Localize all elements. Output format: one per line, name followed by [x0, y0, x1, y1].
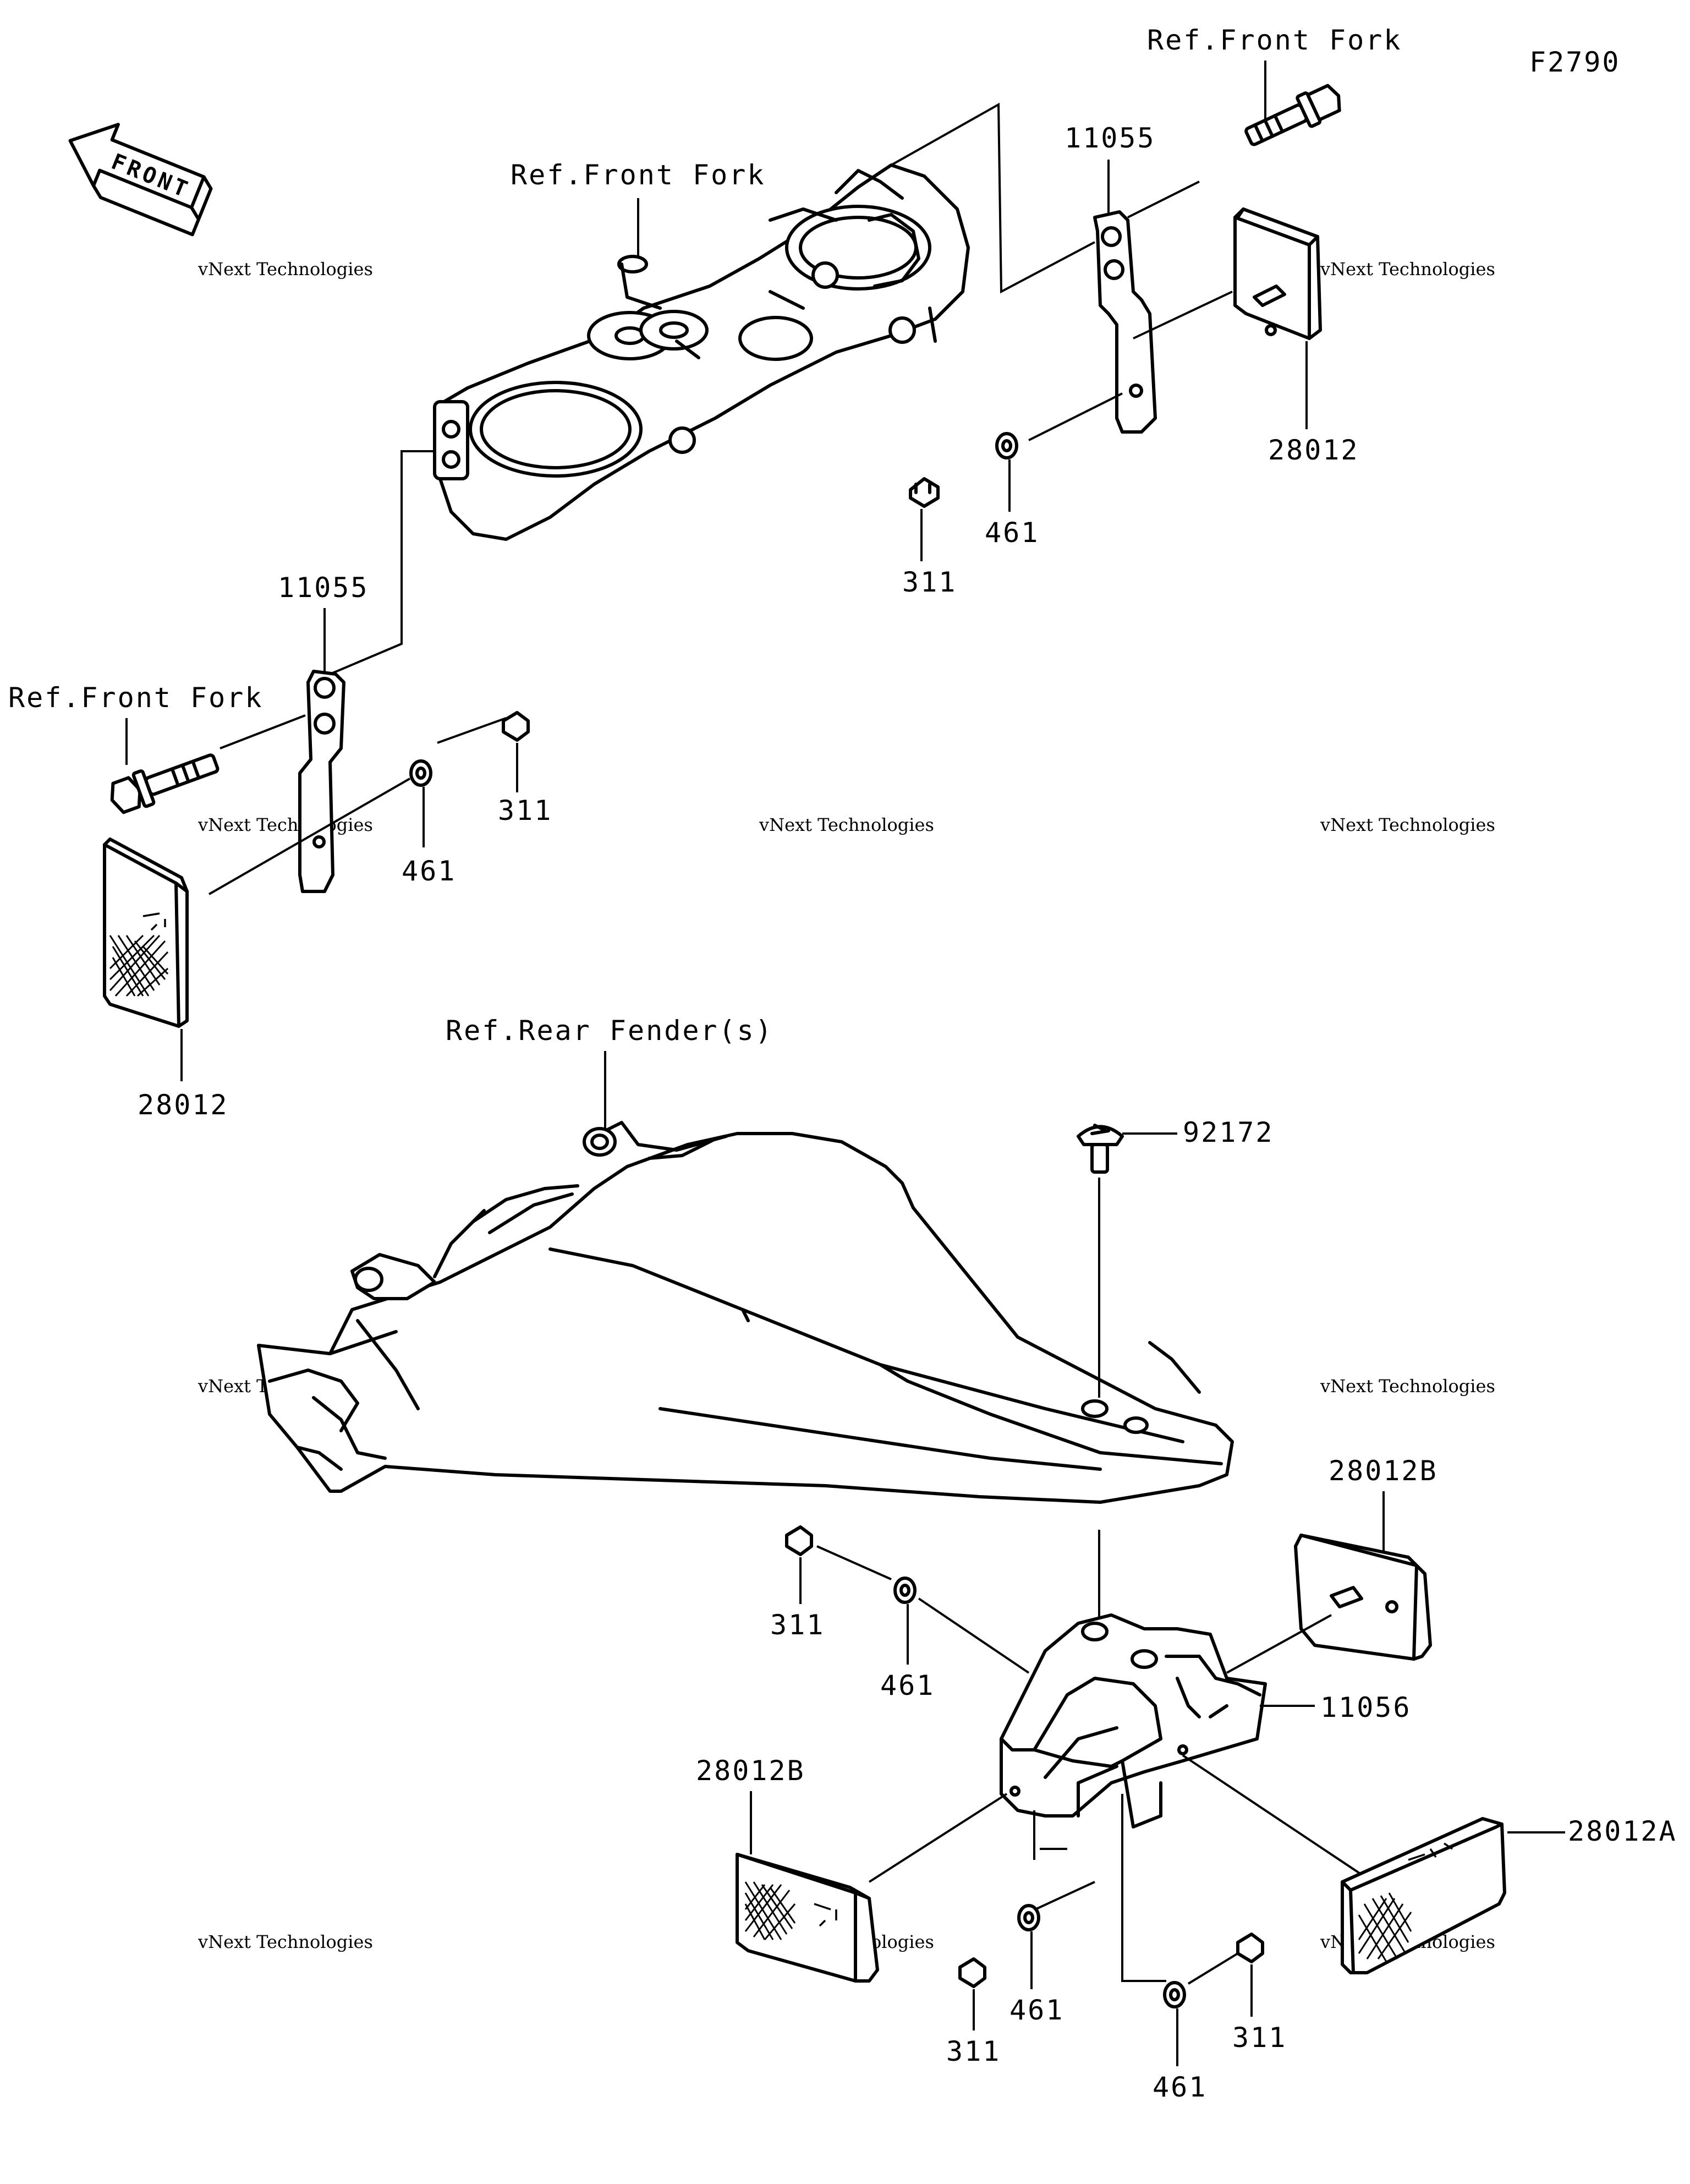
nut-311-rear-lower-right: [1236, 1933, 1264, 1963]
steering-stem-bracket: [433, 163, 970, 541]
washer-461-rear-lower-right-label: 461: [1153, 2071, 1207, 2103]
watermark: vNext Technologies: [1320, 259, 1495, 280]
bracket-11056: [1000, 1613, 1267, 1829]
reflector-28012-left: [103, 838, 189, 1028]
washer-461-left-label: 461: [402, 855, 456, 887]
leader-line: [816, 1545, 892, 1580]
ref-front-fork-mid-label: Ref.Front Fork: [511, 159, 765, 191]
reflector-28012-right-label: 28012: [1268, 434, 1359, 466]
ref-front-fork-top-label: Ref.Front Fork: [1147, 24, 1402, 56]
watermark-text: vNext Technologies: [1320, 259, 1495, 280]
leader-line: [1226, 1614, 1332, 1674]
bracket-11055-right-label: 11055: [1065, 122, 1156, 154]
reflector-pattern-icon: [744, 1881, 796, 1940]
nut-311-rear-lower-left-label: 311: [946, 2035, 1001, 2067]
watermark: vNext Technologies: [197, 814, 373, 835]
watermark-text: vNext Technologies: [197, 814, 373, 835]
watermark-text: vNext Technologies: [1320, 814, 1495, 835]
watermark: vNext Technologies: [1320, 1376, 1495, 1397]
watermark: vNext Technologies: [197, 259, 373, 280]
leader-line: [918, 1597, 1030, 1674]
nut-311-left-label: 311: [498, 795, 552, 826]
screw-92172: [1077, 1124, 1124, 1174]
leader-line: [220, 714, 306, 749]
watermark-text: vNext Technologies: [197, 1931, 373, 1952]
reflector-pattern-icon: [109, 934, 169, 997]
leader-line: [330, 450, 435, 675]
leader-line: [1133, 291, 1233, 340]
rear-fender: [257, 1121, 1234, 1504]
leader-line: [1127, 180, 1200, 218]
watermarks: vNext Technologies vNext Technologies vN…: [197, 259, 1495, 1952]
reflector-28012a-label: 28012A: [1568, 1815, 1677, 1847]
washer-461-rear-lower-left-label: 461: [1009, 1994, 1064, 2026]
ref-rear-fender-label: Ref.Rear Fender(s): [446, 1015, 773, 1047]
nut-311-rear-upper-label: 311: [770, 1609, 825, 1641]
leader-line: [437, 717, 507, 744]
bolt-top-right: [1244, 84, 1341, 146]
bracket-11055-right: [1093, 210, 1157, 434]
nut-311-top-right: [909, 477, 940, 508]
leader-line: [868, 1793, 1008, 1883]
reflector-pattern-icon: [1358, 1892, 1412, 1962]
reflector-28012b-right: [1294, 1534, 1432, 1661]
nut-311-rear-lower-right-label: 311: [1232, 2022, 1287, 2054]
leader-line: [1187, 1952, 1239, 1985]
reflector-28012b-left: [736, 1853, 879, 1983]
ref-front-fork-left-label: Ref.Front Fork: [8, 682, 263, 714]
washer-461-rear-upper: [893, 1577, 917, 1604]
watermark: vNext Technologies: [197, 1931, 373, 1952]
washer-461-top-right: [995, 432, 1018, 459]
diagram-id: F2790: [1529, 46, 1621, 78]
washer-461-left: [409, 759, 432, 787]
screw-92172-label: 92172: [1183, 1116, 1274, 1148]
washer-461-top-right-label: 461: [985, 517, 1039, 549]
leader-line: [1121, 1794, 1166, 1982]
reflector-28012-right: [1233, 207, 1322, 340]
washer-461-rear-lower-left: [1017, 1904, 1040, 1931]
leader-line: [891, 102, 1095, 294]
reflector-28012b-left-label: 28012B: [696, 1755, 805, 1787]
nut-311-left: [502, 711, 530, 742]
leader-line: [208, 778, 410, 895]
washer-461-rear-upper-label: 461: [880, 1670, 935, 1701]
watermark-text: vNext Technologies: [759, 814, 934, 835]
bolt-left: [110, 753, 220, 814]
bracket-11055-left: [298, 670, 345, 893]
leader-line: [1182, 1754, 1382, 1889]
washer-461-rear-lower-right: [1163, 1981, 1186, 2008]
watermark: vNext Technologies: [759, 814, 934, 835]
watermark: vNext Technologies: [1320, 814, 1495, 835]
reflector-28012-left-label: 28012: [138, 1089, 229, 1121]
reflector-28012a: [1341, 1817, 1506, 1974]
reflector-28012b-right-label: 28012B: [1329, 1455, 1438, 1487]
nut-311-rear-upper: [785, 1525, 813, 1556]
leader-line: [1028, 392, 1123, 441]
watermark-text: vNext Technologies: [1320, 1376, 1495, 1397]
front-arrow-icon: FRONT: [68, 123, 213, 237]
nut-311-top-right-label: 311: [902, 566, 957, 598]
watermark-text: vNext Technologies: [197, 259, 373, 280]
bracket-11056-label: 11056: [1320, 1692, 1412, 1723]
bracket-11055-left-label: 11055: [278, 572, 369, 604]
nut-311-rear-lower-left: [958, 1957, 986, 1988]
